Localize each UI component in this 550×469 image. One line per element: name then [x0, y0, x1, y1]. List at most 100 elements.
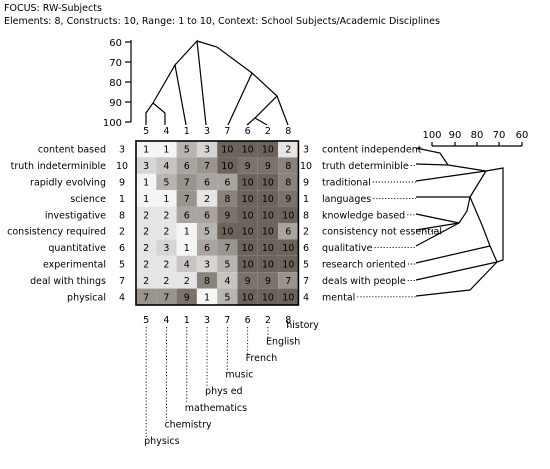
grid-cell [136, 223, 157, 240]
grid-cell-value: 10 [242, 292, 254, 303]
grid-cell-value: 2 [143, 260, 149, 271]
grid-cell [176, 255, 197, 273]
grid-cell-value: 10 [242, 145, 254, 156]
grid-cell-value: 10 [242, 243, 254, 254]
grid-cell [156, 173, 177, 191]
grid-cell-value: 10 [242, 210, 254, 221]
grid-cell-value: 9 [285, 194, 291, 205]
grid-cell-value: 2 [184, 276, 190, 287]
grid-cell [278, 157, 299, 174]
grid-cell [257, 206, 279, 223]
grid-cell [156, 239, 177, 256]
grid-cell [156, 157, 177, 174]
right-pole-label: consistency not essential [322, 227, 442, 238]
left-pole-label: rapidly evolving [30, 178, 106, 189]
construct-tree-branch [415, 213, 460, 224]
grid-cell [217, 141, 238, 158]
grid-cell-value: 7 [224, 243, 230, 254]
left-pole-label: quantitative [48, 243, 106, 254]
grid-cell-value: 1 [184, 243, 190, 254]
grid-cell [237, 272, 258, 289]
grid-cell-value: 10 [242, 260, 254, 271]
grid-cell-value: 6 [184, 210, 190, 221]
element-label: history [286, 320, 319, 331]
element-label: English [266, 336, 300, 347]
grid-cell [237, 239, 258, 256]
grid-cell-value: 10 [242, 227, 254, 238]
grid-cell-value: 1 [163, 145, 169, 156]
element-tree-branch [254, 117, 268, 126]
grid-cell-value: 2 [143, 276, 149, 287]
grid-cell-value: 8 [285, 161, 291, 172]
construct-tree-scale-label: 70 [493, 130, 506, 141]
left-pole-label: science [70, 194, 106, 205]
element-tree-tick: 80 [109, 78, 131, 89]
grid-cell-value: 2 [285, 145, 291, 156]
left-construct-number: 6 [119, 243, 125, 254]
element-tree-scale-label: 80 [109, 78, 122, 89]
element-tree-tick: 90 [109, 98, 131, 109]
grid-cell [237, 190, 258, 207]
construct-tree-tick: 80 [471, 130, 483, 146]
grid-cell-value: 8 [204, 276, 210, 287]
grid-cell [257, 141, 279, 158]
grid-cell-value: 7 [143, 292, 149, 303]
grid-cell-value: 9 [184, 292, 190, 303]
grid-cell-value: 1 [143, 178, 149, 189]
right-construct-number: 6 [303, 243, 309, 254]
construct-tree-branch [415, 170, 487, 182]
grid-cell [196, 288, 218, 305]
grid-border [135, 140, 300, 306]
construct-tree-scale-label: 100 [422, 130, 441, 141]
element-label: French [246, 353, 278, 364]
grid-cell [136, 288, 157, 305]
grid-cell-value: 10 [262, 194, 274, 205]
grid-cell-value: 10 [221, 145, 233, 156]
grid-cell-value: 10 [242, 178, 254, 189]
grid-cell [237, 206, 258, 223]
grid-cell-value: 10 [282, 210, 294, 221]
right-construct-number: 3 [303, 145, 309, 156]
column-header-bottom: 4 [163, 315, 169, 326]
construct-tree [415, 147, 504, 297]
column-header-top: 8 [285, 126, 291, 137]
left-pole-label: physical [67, 292, 106, 303]
column-header-top: 4 [163, 126, 169, 137]
grid-cell [278, 239, 299, 256]
grid-cell-value: 10 [262, 227, 274, 238]
left-construct-number: 1 [119, 194, 125, 205]
left-pole-label: truth indeterminible [11, 161, 106, 172]
left-construct-number: 7 [119, 276, 125, 287]
grid-cell [278, 288, 299, 305]
column-header-top: 6 [245, 126, 251, 137]
left-construct-number: 5 [119, 260, 125, 271]
grid-cell [217, 255, 238, 273]
element-tree-branch [152, 102, 166, 125]
construct-tree-scale-label: 60 [516, 130, 529, 141]
left-pole-label: deal with things [30, 276, 106, 287]
left-construct-number: 3 [119, 145, 125, 156]
column-header-top: 2 [265, 126, 271, 137]
right-pole-label: mental [322, 292, 355, 303]
right-pole-label: deals with people [322, 276, 406, 287]
grid-cell [176, 239, 197, 256]
grid-cell-value: 10 [242, 194, 254, 205]
grid-cell [196, 239, 218, 256]
element-tree-scale-label: 70 [109, 58, 122, 69]
grid-cell [257, 272, 279, 289]
grid-cell [196, 173, 218, 191]
grid-cell [196, 141, 218, 158]
left-pole-label: investigative [45, 210, 106, 221]
left-construct-number: 9 [119, 178, 125, 189]
grid-cell-value: 1 [143, 194, 149, 205]
grid-info-line: Elements: 8, Constructs: 10, Range: 1 to… [4, 16, 440, 27]
right-pole-label: content independent [322, 145, 422, 156]
grid-cell-value: 2 [204, 194, 210, 205]
grid-cell [217, 223, 238, 240]
grid-cell-value: 9 [224, 210, 230, 221]
grid-cell [156, 206, 177, 223]
grid-cell-value: 10 [262, 210, 274, 221]
grid-cell-value: 5 [184, 145, 190, 156]
grid-cell [156, 288, 177, 305]
grid-cell [176, 173, 197, 191]
